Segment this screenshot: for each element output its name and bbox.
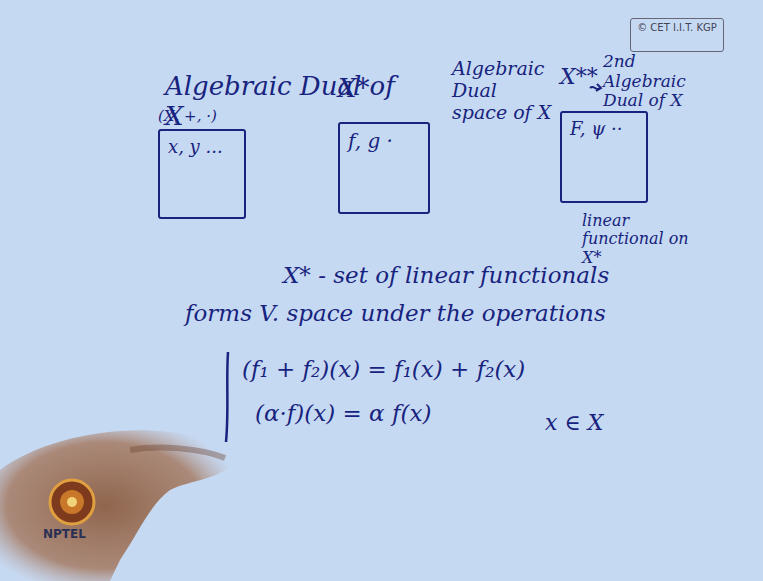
hand (0, 430, 233, 581)
set-outline: f, g · (338, 122, 430, 214)
note: x ∈ X (545, 410, 603, 435)
set-elements: F, ψ ·· (570, 119, 638, 140)
note: Algebraic Dual of X (165, 72, 405, 132)
logo-text: NPTEL (43, 528, 86, 542)
copyright-text: © CET I.I.T. KGP (636, 22, 718, 34)
set-outline: x, y ... (158, 129, 246, 219)
note: forms V. space under the operations (185, 300, 606, 326)
hand-shadow (130, 448, 225, 458)
equation: (α·f)(x) = α f(x) (255, 400, 431, 426)
note: Algebraic Dual space of X (452, 58, 556, 124)
note: X* - set of linear functionals (283, 262, 609, 288)
nptel-logo (50, 480, 94, 524)
set-elements: x, y ... (168, 137, 236, 158)
set-outline: F, ψ ·· (560, 111, 648, 203)
note: linear functional on X* (582, 212, 692, 267)
set-outline: © CET I.I.T. KGP (630, 18, 724, 52)
set-elements: f, g · (348, 130, 420, 153)
note: 2nd Algebraic Dual of X (603, 52, 693, 111)
bracket (226, 352, 228, 442)
set-box: © CET I.I.T. KGP (630, 18, 724, 52)
equation: (f₁ + f₂)(x) = f₁(x) + f₂(x) (242, 356, 525, 382)
